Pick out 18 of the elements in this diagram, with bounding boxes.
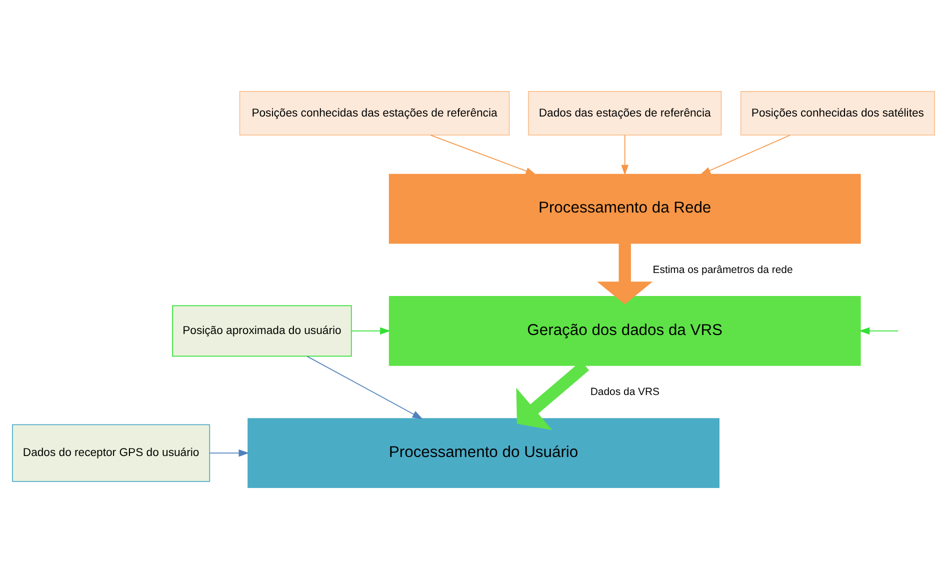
arrow xyxy=(859,326,899,334)
node-box: Dados das estações de referência xyxy=(528,90,722,136)
arrow xyxy=(700,134,790,174)
node-box: Posições conhecidas dos satélites xyxy=(740,90,935,136)
arrow xyxy=(430,134,536,174)
node-box: Posições conhecidas das estações de referência xyxy=(239,90,510,136)
arrow xyxy=(621,134,628,175)
edge-label: Dados da VRS xyxy=(590,386,660,398)
arrow xyxy=(597,243,653,304)
edge-label: Estima os parâmetros da rede xyxy=(652,264,793,276)
arrow xyxy=(351,326,391,334)
arrow xyxy=(306,355,423,419)
node-box: Dados do receptor GPS do usuário xyxy=(12,424,210,482)
node-box: Geração dos dados da VRS xyxy=(388,296,861,366)
node-box: Processamento da Rede xyxy=(388,173,861,244)
arrow xyxy=(209,448,250,456)
node-box: Processamento do Usuário xyxy=(248,418,720,488)
node-box: Posição aproximada do usuário xyxy=(172,304,352,356)
